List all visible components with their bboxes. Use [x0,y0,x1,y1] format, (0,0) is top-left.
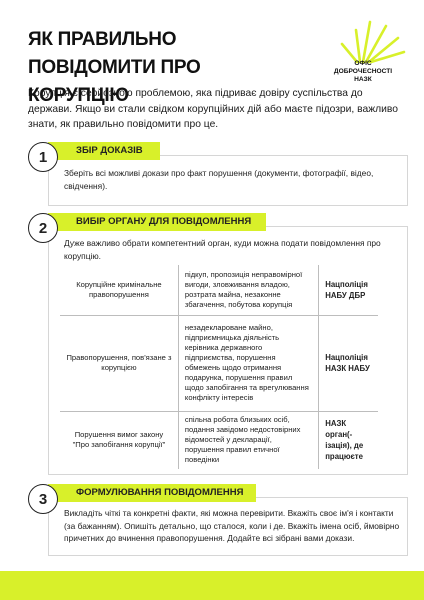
examples-cell: підкуп, пропозиція неправомірної вигоди,… [178,265,320,316]
violation-type-cell: Порушення вимог закону "Про запобігання … [60,411,179,469]
step-1-number: 1 [28,142,58,172]
step-1-text: Зберіть всі можливі докази про факт пору… [64,168,374,191]
authority-cell: Нацполіція НАЗК НАБУ [318,315,378,412]
step-3-section: 3 ФОРМУЛЮВАННЯ ПОВІДОМЛЕННЯ Викладіть чі… [28,484,408,556]
step-2-heading: ВИБІР ОРГАНУ ДЛЯ ПОВІДОМЛЕННЯ [48,213,266,231]
nazk-logo: ОФІС ДОБРОЧЕСНОСТІ НАЗК [330,18,410,86]
step-2-number: 2 [28,213,58,243]
logo-line-3: НАЗК [354,76,372,83]
table-row: Корупційне кримінальне правопорушення пі… [60,265,378,316]
violation-type-cell: Правопорушення, пов'язане з корупцією [60,315,179,412]
step-1-section: 1 ЗБІР ДОКАЗІВ Зберіть всі можливі доказ… [28,142,408,206]
examples-cell: незадеклароване майно, підприємницька ді… [178,315,320,412]
step-3-number: 3 [28,484,58,514]
table-row: Правопорушення, пов'язане з корупцією не… [60,315,378,412]
step-2-section: 2 ВИБІР ОРГАНУ ДЛЯ ПОВІДОМЛЕННЯ Дуже важ… [28,213,408,475]
logo-line-1: ОФІС [354,60,372,67]
violation-type-cell: Корупційне кримінальне правопорушення [60,265,179,316]
authority-cell: НАЗК орган(-ізація), де працюєте [325,419,364,462]
authority-cell: Нацполіція НАБУ ДБР [318,265,378,316]
step-1-box [48,155,408,206]
step-3-text: Викладіть чіткі та конкретні факти, які … [64,508,400,543]
logo-rays-icon [340,20,406,64]
authority-table: Корупційне кримінальне правопорушення пі… [60,265,378,469]
step-1-heading: ЗБІР ДОКАЗІВ [48,142,160,160]
page-title: ЯК ПРАВИЛЬНО ПОВІДОМИТИ ПРО КОРУПЦІЮ [28,29,201,106]
step-3-heading: ФОРМУЛЮВАННЯ ПОВІДОМЛЕННЯ [48,484,256,502]
footer-accent-band [0,571,424,600]
step-2-text: Дуже важливо обрати компетентний орган, … [64,238,381,261]
logo-line-2: ДОБРОЧЕСНОСТІ [333,68,393,75]
intro-paragraph: Корупція є серйозною проблемою, яка підр… [28,88,398,130]
examples-cell: спільна робота близьких осіб, подання за… [178,411,320,469]
table-row: Порушення вимог закону "Про запобігання … [60,411,378,469]
